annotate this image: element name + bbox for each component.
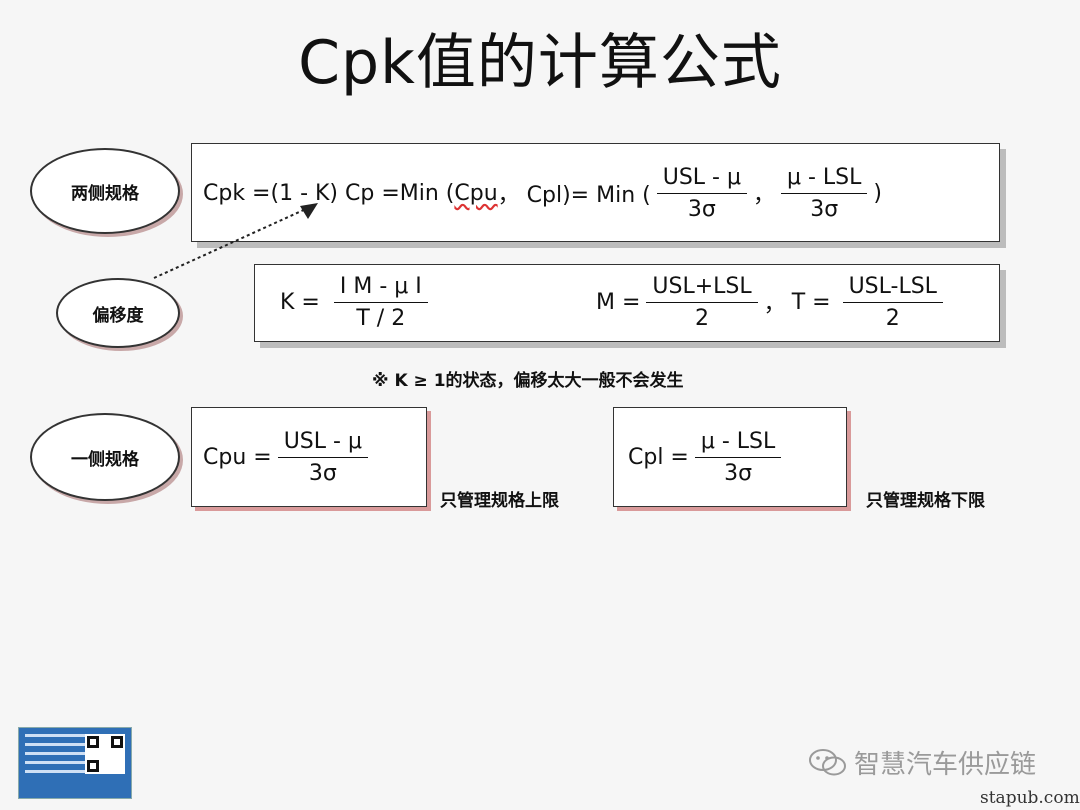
k-lhs: K = — [280, 289, 320, 315]
fraction-cpl-den: 3σ — [694, 456, 782, 486]
fraction-k-num: I M - μ I — [339, 273, 422, 299]
label-offset-text: 偏移度 — [92, 305, 144, 326]
m-comma: ， — [763, 292, 786, 317]
k-formula: K = I M - μ I T / 2 — [280, 272, 434, 332]
k-note: ※ K ≥ 1的状态，偏移太大一般不会发生 — [372, 371, 684, 391]
qr-card-text-lines — [25, 734, 87, 779]
qr-card — [18, 727, 132, 799]
m-lhs: M = — [596, 289, 641, 315]
watermark-text: 智慧汽车供应链 — [854, 750, 1037, 780]
m-formula: M = USL+LSL 2 ， T = USL-LSL 2 — [596, 272, 949, 332]
label-two-sided-text: 两侧规格 — [71, 183, 139, 204]
fraction-upper-num: USL - μ — [662, 164, 741, 190]
label-offset: 偏移度 — [56, 278, 180, 348]
fraction-m: USL+LSL 2 — [646, 273, 758, 331]
label-one-sided: 一侧规格 — [30, 413, 180, 501]
label-one-sided-text: 一侧规格 — [71, 449, 139, 470]
main-formula-sep: ， — [752, 183, 775, 208]
fraction-m-num: USL+LSL — [652, 273, 752, 299]
cpu-note: 只管理规格上限 — [440, 491, 559, 511]
watermark: 智慧汽车供应链 — [808, 744, 1036, 781]
fraction-t-num: USL-LSL — [848, 273, 937, 299]
main-formula-prefix: Cpk =(1 - K) Cp =Min ( — [203, 180, 455, 206]
main-formula-cpu: Cpu — [454, 180, 498, 206]
slide-title: Cpk值的计算公式 — [298, 28, 782, 98]
cpu-formula: Cpu = USL - μ 3σ — [203, 427, 374, 487]
fraction-t-den: 2 — [842, 301, 943, 331]
fraction-upper-den: 3σ — [656, 192, 747, 222]
fraction-k-den: T / 2 — [333, 301, 428, 331]
k-formula-box — [254, 264, 1000, 342]
cpu-lhs: Cpu = — [203, 444, 272, 470]
fraction-upper: USL - μ 3σ — [656, 164, 747, 222]
t-lhs: T = — [791, 289, 831, 315]
wechat-icon — [809, 748, 846, 775]
cpl-note: 只管理规格下限 — [866, 491, 985, 511]
cpl-formula: Cpl = μ - LSL 3σ — [628, 427, 787, 487]
main-formula-mid: ， Cpl)= Min ( — [497, 183, 651, 208]
cpl-lhs: Cpl = — [628, 444, 689, 470]
fraction-lower: μ - LSL 3σ — [780, 164, 868, 222]
offset-arrow — [153, 203, 318, 279]
fraction-cpl: μ - LSL 3σ — [694, 428, 782, 486]
fraction-lower-den: 3σ — [780, 192, 868, 222]
fraction-cpu-num: USL - μ — [283, 428, 362, 454]
main-formula-suffix: ) — [873, 180, 882, 206]
fraction-lower-num: μ - LSL — [786, 164, 862, 190]
fraction-k: I M - μ I T / 2 — [333, 273, 428, 331]
fraction-cpu: USL - μ 3σ — [277, 428, 368, 486]
site-link[interactable]: stapub.com — [980, 788, 1080, 808]
qr-code-icon — [85, 734, 125, 774]
fraction-cpl-num: μ - LSL — [700, 428, 776, 454]
main-formula: Cpk =(1 - K) Cp =Min ( Cpu ， Cpl)= Min (… — [203, 164, 882, 222]
fraction-m-den: 2 — [646, 301, 758, 331]
label-two-sided: 两侧规格 — [30, 148, 180, 234]
fraction-t: USL-LSL 2 — [842, 273, 943, 331]
fraction-cpu-den: 3σ — [277, 456, 368, 486]
